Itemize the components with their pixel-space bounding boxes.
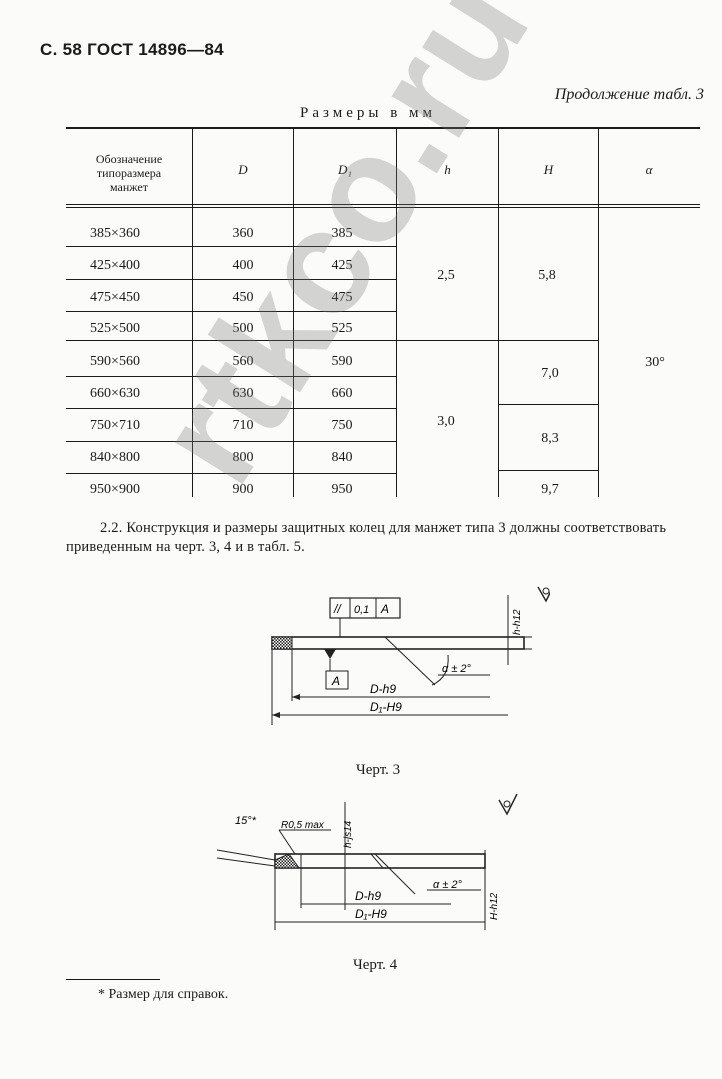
tolerance-value: 0,1: [354, 604, 369, 616]
footnote-rule: [66, 979, 160, 980]
H-rule: [498, 404, 598, 405]
cell-h: 2,5: [437, 268, 455, 283]
table-top-rule: [66, 127, 700, 129]
drawing-4: 15°* R0,5 max h-js14 α ± 2° H-h12 D-h9 D…: [216, 793, 518, 930]
col-D1-header: D₁: [338, 162, 352, 177]
row-rule: [66, 441, 396, 442]
row-rule: [66, 376, 396, 377]
drawing-3: // 0,1 A A α ± 2° h-h12 D-h9 D₁-H9: [271, 586, 550, 725]
cell-D: 400: [232, 258, 254, 273]
cell-alpha: 30°: [645, 355, 665, 370]
alpha-label: α ± 2°: [442, 663, 472, 675]
roughness-icon: [498, 793, 518, 816]
row-rule: [66, 246, 396, 247]
cell-D: 800: [232, 450, 254, 465]
svg-text:R0,5 max: R0,5 max: [281, 820, 325, 831]
table-vline: [192, 129, 193, 497]
cell-designation: 590×560: [90, 354, 140, 369]
cell-h: 3,0: [437, 414, 455, 429]
cell-D: 560: [232, 354, 254, 369]
svg-text:h-js14: h-js14: [343, 820, 354, 848]
units-caption: Размеры в мм: [300, 105, 437, 121]
cell-D1: 425: [331, 258, 353, 273]
cell-H: 9,7: [541, 482, 559, 497]
cell-designation: 385×360: [90, 226, 140, 241]
drawing-4-caption: Черт. 4: [353, 957, 398, 973]
svg-text:D-h9: D-h9: [370, 682, 396, 696]
roughness-icon: [537, 586, 550, 603]
cell-D: 710: [232, 418, 254, 433]
cell-H: 8,3: [541, 431, 559, 446]
row-rule: [66, 279, 396, 280]
cell-D: 360: [232, 226, 254, 241]
datum-label: A: [380, 602, 389, 616]
svg-text:15°*: 15°*: [235, 815, 257, 827]
cell-designation: 475×450: [90, 290, 140, 305]
col-H-header: H: [543, 162, 554, 177]
cell-designation: 750×710: [90, 418, 140, 433]
col-designation-header: Обозначение типоразмера манжет: [95, 152, 163, 194]
col-D-header: D: [238, 162, 248, 177]
cell-D: 900: [232, 482, 254, 497]
cell-D1: 590: [331, 354, 353, 369]
H-rule: [498, 340, 598, 341]
cell-H: 7,0: [541, 366, 559, 381]
row-rule: [66, 340, 498, 341]
table-vline: [498, 129, 499, 497]
page-header: С. 58 ГОСТ 14896—84: [40, 40, 224, 59]
col-h-header: h: [444, 162, 451, 177]
body-paragraph: 2.2. Конструкция и размеры защитных коле…: [66, 520, 667, 555]
footnote: * Размер для справок.: [98, 987, 229, 1002]
svg-text:α ± 2°: α ± 2°: [433, 879, 463, 891]
table-vline: [396, 129, 397, 497]
H-rule: [498, 470, 598, 471]
table-vline: [293, 129, 294, 497]
row-rule: [66, 311, 396, 312]
cell-D1: 475: [331, 290, 353, 305]
svg-text:H-h12: H-h12: [489, 892, 500, 920]
table-continuation-label: Продолжение табл. 3: [554, 86, 704, 103]
cell-D1: 385: [331, 226, 353, 241]
cell-D: 500: [232, 321, 254, 336]
row-rule: [66, 408, 396, 409]
cell-H: 5,8: [538, 268, 556, 283]
cell-D: 630: [232, 386, 254, 401]
cell-D1: 750: [331, 418, 353, 433]
svg-text:D₁-H9: D₁-H9: [370, 700, 402, 714]
cell-designation: 660×630: [90, 386, 140, 401]
table-header-rule-2: [66, 207, 700, 208]
table-header-rule: [66, 204, 700, 205]
cell-D1: 840: [331, 450, 353, 465]
svg-text:D-h9: D-h9: [355, 889, 381, 903]
cell-D1: 660: [331, 386, 353, 401]
svg-text:A: A: [331, 674, 340, 688]
row-rule: [66, 473, 396, 474]
drawing-3-caption: Черт. 3: [356, 762, 401, 778]
cell-designation: 525×500: [90, 321, 140, 336]
cell-designation: 425×400: [90, 258, 140, 273]
tolerance-parallel: //: [333, 602, 342, 616]
table-vline: [598, 129, 599, 497]
col-alpha-header: α: [645, 162, 653, 177]
cell-D1: 950: [331, 482, 353, 497]
cell-designation: 950×900: [90, 482, 140, 497]
cell-designation: 840×800: [90, 450, 140, 465]
cell-D: 450: [232, 290, 254, 305]
svg-text:h-h12: h-h12: [512, 609, 523, 635]
svg-text:D₁-H9: D₁-H9: [355, 907, 387, 921]
cell-D1: 525: [331, 321, 353, 336]
